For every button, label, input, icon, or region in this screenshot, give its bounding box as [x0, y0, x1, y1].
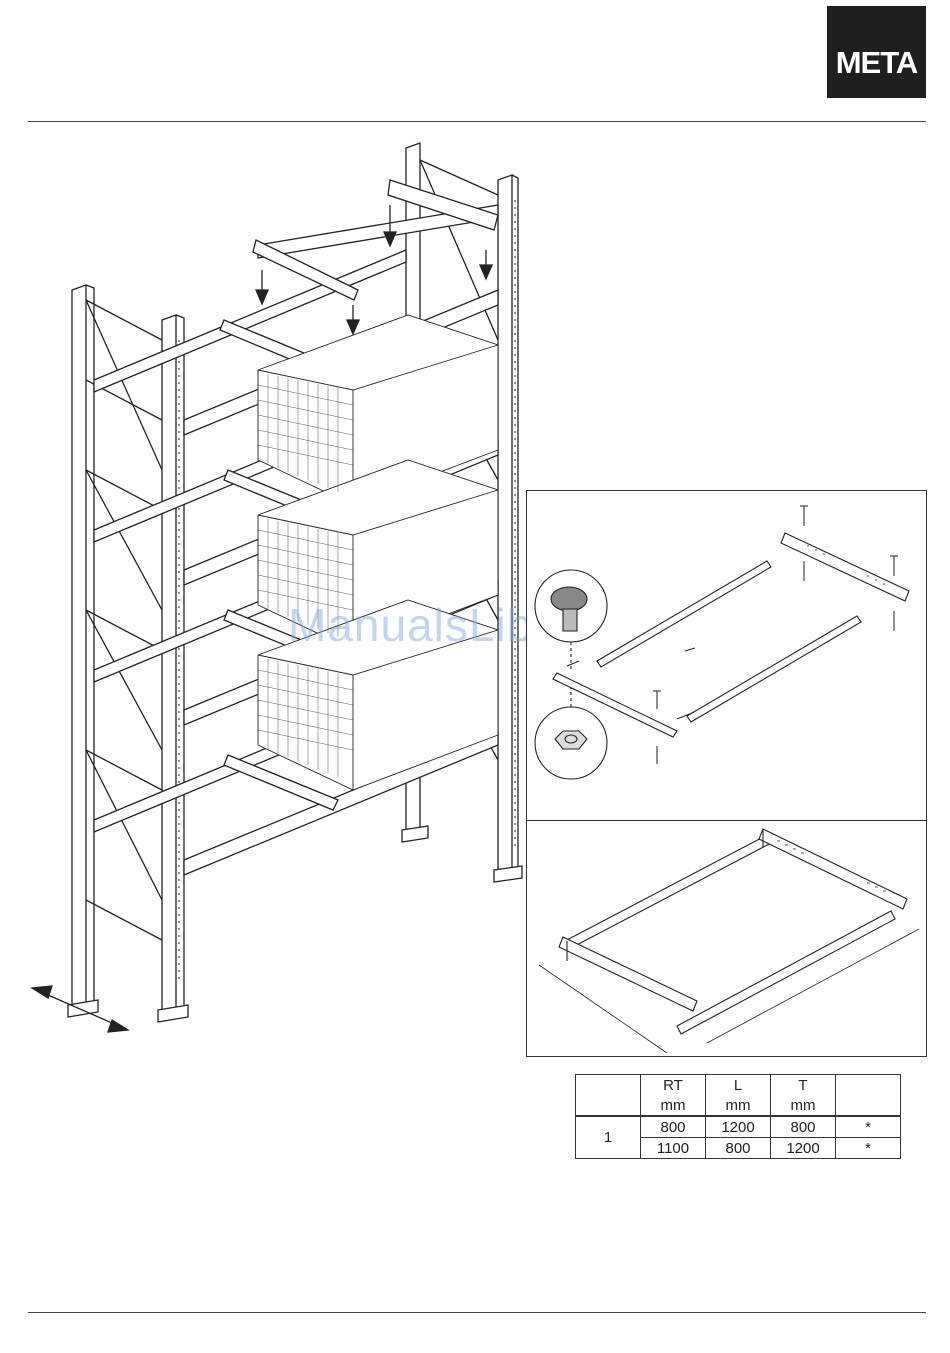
table-header-unit — [576, 1095, 641, 1116]
table-header-unit — [836, 1095, 901, 1116]
table-group-label: 1 — [576, 1116, 641, 1159]
table-cell: * — [836, 1116, 901, 1138]
table-cell: 1100 — [641, 1138, 706, 1159]
dimensions-table: RT L T mm mm mm 1 800 1200 800 * 1100 80… — [575, 1074, 901, 1159]
logo-text: META — [836, 45, 918, 81]
table-header-l: L — [706, 1075, 771, 1096]
assembly-detail-panel — [526, 490, 927, 821]
table-cell: * — [836, 1138, 901, 1159]
table-header-t: T — [771, 1075, 836, 1096]
footer-rule — [28, 1312, 926, 1313]
table-header-unit: mm — [771, 1095, 836, 1116]
table-cell: 800 — [771, 1116, 836, 1138]
table-header-cell — [836, 1075, 901, 1096]
table-header-cell — [576, 1075, 641, 1096]
table-cell: 800 — [706, 1138, 771, 1159]
table-row: 1 800 1200 800 * — [576, 1116, 901, 1138]
assembled-frame-panel — [526, 820, 927, 1057]
header-rule — [28, 121, 926, 122]
table-header-unit: mm — [641, 1095, 706, 1116]
table-header-rt: RT — [641, 1075, 706, 1096]
table-header-unit: mm — [706, 1095, 771, 1116]
table-cell: 800 — [641, 1116, 706, 1138]
rack-illustration — [28, 140, 528, 1040]
table-cell: 1200 — [706, 1116, 771, 1138]
meta-logo: META — [827, 6, 926, 98]
table-cell: 1200 — [771, 1138, 836, 1159]
